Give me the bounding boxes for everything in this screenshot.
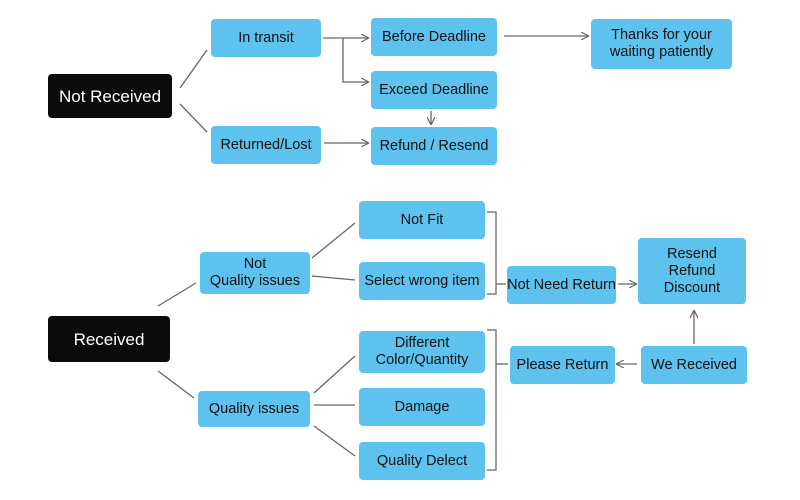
line-received-to-quality <box>157 370 195 399</box>
node-different-color-quantity: Different Color/Quantity <box>359 331 485 373</box>
node-thanks: Thanks for your waiting patiently <box>591 19 732 69</box>
node-not-need-return: Not Need Return <box>507 266 616 304</box>
node-refund-resend: Refund / Resend <box>371 127 497 165</box>
node-in-transit: In transit <box>211 19 321 57</box>
node-not-quality-issues: Not Quality issues <box>200 252 310 294</box>
line-received-to-notquality <box>157 282 197 307</box>
node-received: Received <box>48 316 170 362</box>
node-not-fit: Not Fit <box>359 201 485 239</box>
node-quality-issues: Quality issues <box>198 391 310 427</box>
node-damage: Damage <box>359 388 485 426</box>
node-exceed-deadline: Exceed Deadline <box>371 71 497 109</box>
line-root-to-transit <box>179 49 208 89</box>
line-notquality-to-wrong <box>311 275 356 281</box>
line-root-to-returned <box>179 103 208 133</box>
bracket-not-quality <box>487 211 497 295</box>
node-not-received: Not Received <box>48 74 172 118</box>
line-quality-to-different <box>313 355 356 394</box>
node-select-wrong-item: Select wrong item <box>359 262 485 300</box>
node-quality-defect: Quality Delect <box>359 442 485 480</box>
node-before-deadline: Before Deadline <box>371 18 497 56</box>
line-quality-to-defect <box>313 425 356 457</box>
node-please-return: Please Return <box>510 346 615 384</box>
node-returned-lost: Returned/Lost <box>211 126 321 164</box>
node-we-received: We Received <box>641 346 747 384</box>
arrow-transit-to-exceed <box>342 38 368 82</box>
line-notquality-to-notfit <box>311 222 356 259</box>
node-resend-refund-discount: Resend Refund Discount <box>638 238 746 304</box>
bracket-quality <box>487 329 497 471</box>
